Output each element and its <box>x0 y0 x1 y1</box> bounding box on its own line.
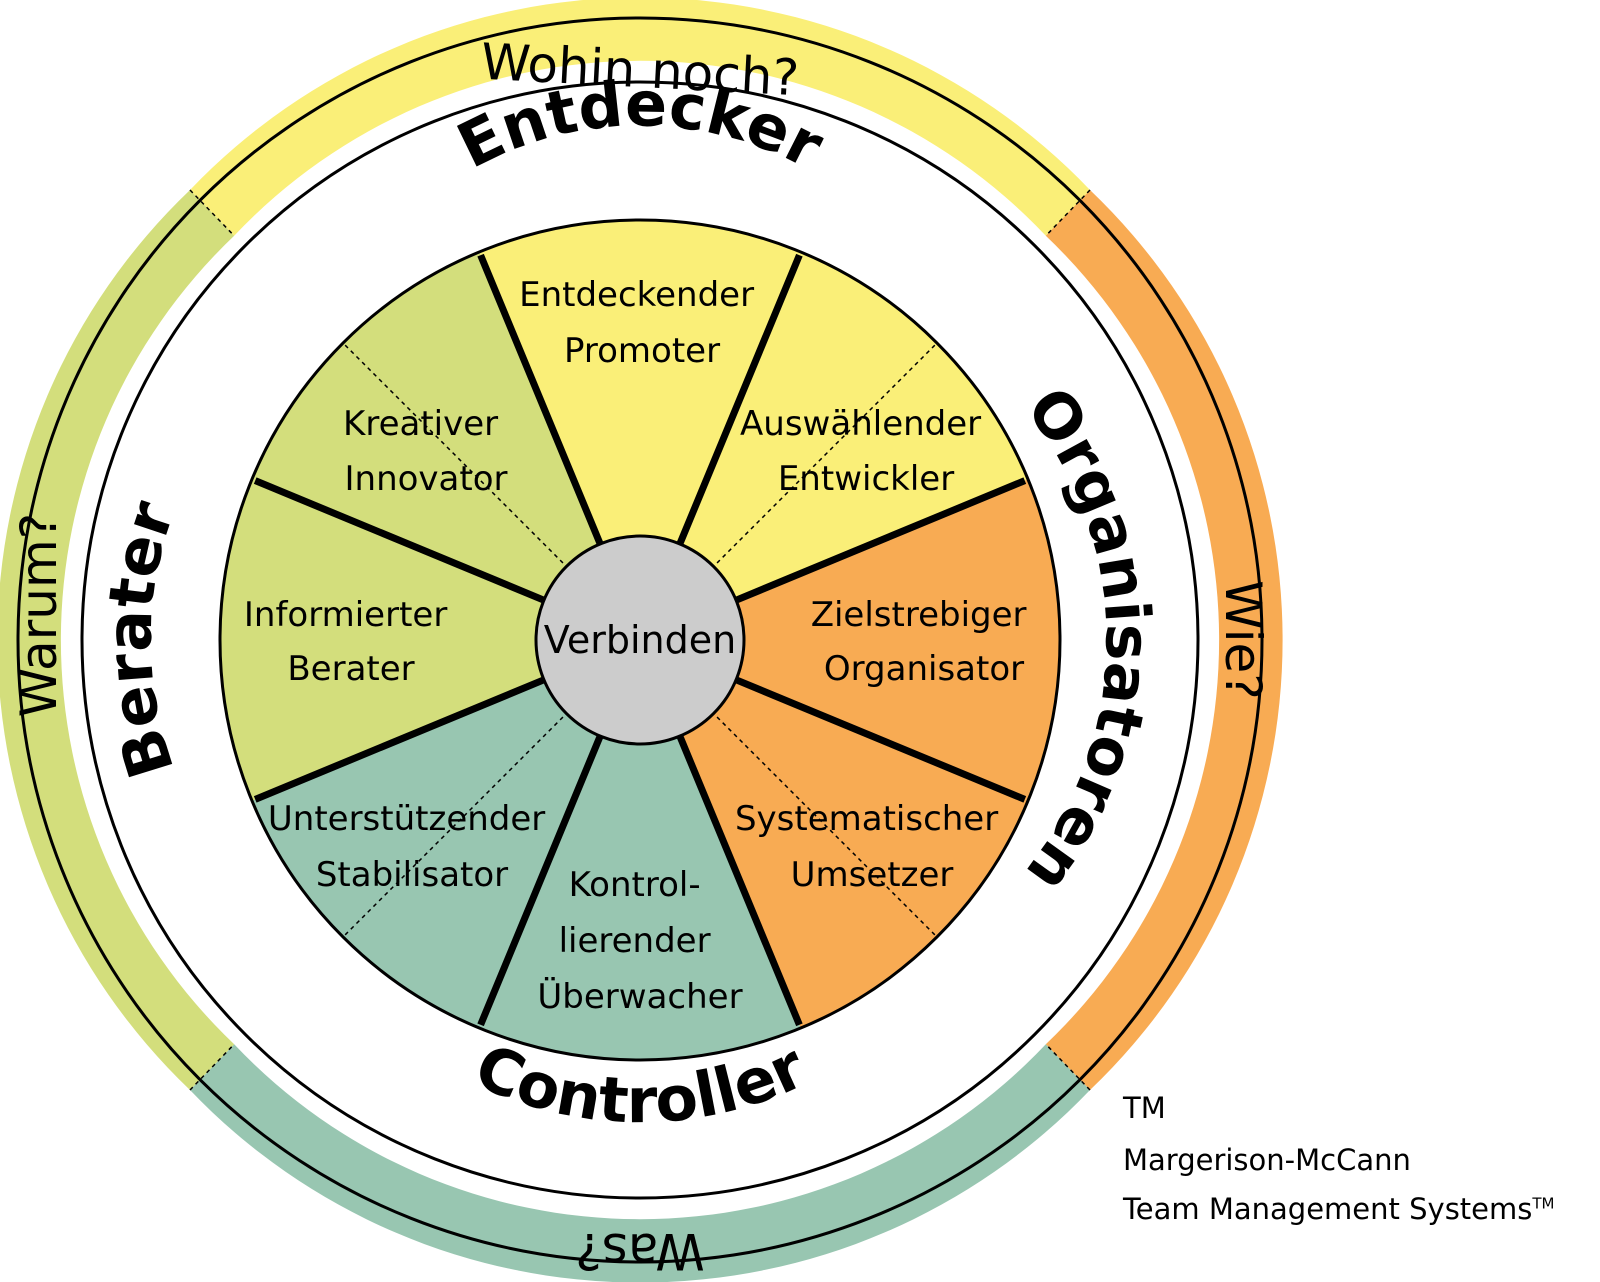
segment-labels: Entdeckender Promoter Auswählender Entwi… <box>244 275 1038 1017</box>
segment-label-entdeckender-promoter: Entdeckender Promoter <box>519 275 765 371</box>
outer-label-was: Was? <box>575 1222 704 1280</box>
wedge-4 <box>479 736 801 1060</box>
outer-ring-separators <box>189 189 1091 1091</box>
outer-ring-quadrant-wie <box>1045 190 1283 1090</box>
center-label: Verbinden <box>544 618 736 662</box>
wedge-2 <box>736 479 1060 801</box>
segment-label-unterstuetzender-stabilisator: Unterstützender Stabilisator <box>268 799 556 895</box>
segment-spokes <box>253 253 1027 1027</box>
outer-label-wie: Wie? <box>1214 580 1272 700</box>
credit-line-2-text: Team Management Systems <box>1123 1192 1533 1226</box>
credit-trademark: TM <box>1532 1194 1555 1213</box>
segment-label-zielstrebiger-organisator: Zielstrebiger Organisator <box>811 595 1038 689</box>
center-hub <box>534 534 746 746</box>
outer-label-warum: Warum? <box>10 513 68 717</box>
credit-line-1: Margerison-McCann <box>1123 1143 1411 1177</box>
wedge-0 <box>479 220 801 544</box>
segment-label-auswaehlender-entwickler: Auswählender Entwickler <box>740 404 992 499</box>
inner-wheel-border <box>218 218 1062 1062</box>
outer-ring-quadrant-was <box>190 1044 1090 1282</box>
credit-tm: TM <box>1123 1091 1166 1125</box>
credit-line-2: Team Management SystemsTM <box>1123 1192 1554 1226</box>
segment-label-kreativer-innovator: Kreativer Innovator <box>343 404 509 499</box>
wedge-6 <box>220 479 544 801</box>
segment-label-systematischer-umsetzer: Systematischer Umsetzer <box>735 799 1009 895</box>
segment-label-kontrollierender-ueberwacher: Kontrol- lierender Überwacher <box>537 865 742 1017</box>
segment-label-informierter-berater: Informierter Berater <box>244 595 458 689</box>
outer-ring-border <box>16 16 1264 1264</box>
